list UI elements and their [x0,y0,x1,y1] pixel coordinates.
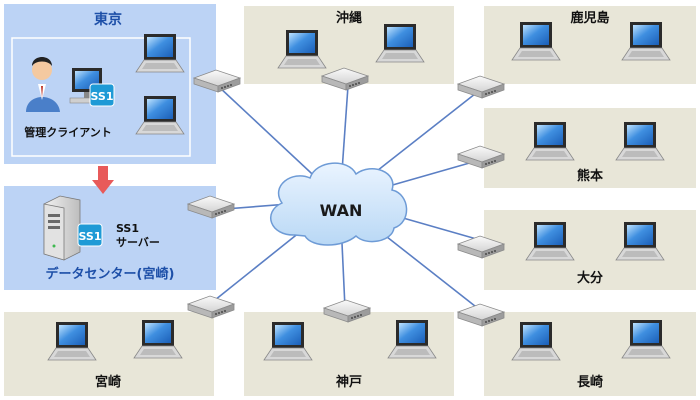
ss1-logo-server-text: SS1 [78,230,101,243]
arrow-tokyo-to-datacenter [92,166,114,194]
admin-client-label: 管理クライアント [24,125,112,139]
wan-cloud [270,162,408,246]
panel-oita [484,210,696,290]
tokyo-client-box [11,37,191,157]
wan-label: WAN [320,201,363,220]
server-tower-icon [43,195,81,261]
server-label-line2: サーバー [116,236,160,249]
site-label-nagasaki: 長崎 [577,374,603,390]
ss1-logo-text: SS1 [90,90,113,103]
tokyo-title: 東京 [94,11,122,28]
site-label-kobe: 神戸 [336,374,362,390]
site-label-kagoshima: 鹿児島 [570,10,609,26]
datacenter-title: データセンター(宮崎) [46,266,175,282]
panel-datacenter [4,186,216,290]
ss1-logo-server: SS1 [77,223,103,247]
ss1-logo-client: SS1 [89,83,115,107]
site-label-okinawa: 沖縄 [336,10,362,26]
server-label-line1: SS1 [116,222,139,235]
panel-kumamoto [484,108,696,188]
site-label-kumamoto: 熊本 [577,168,603,184]
site-label-oita: 大分 [577,270,603,286]
site-label-miyazaki: 宮崎 [95,374,121,390]
